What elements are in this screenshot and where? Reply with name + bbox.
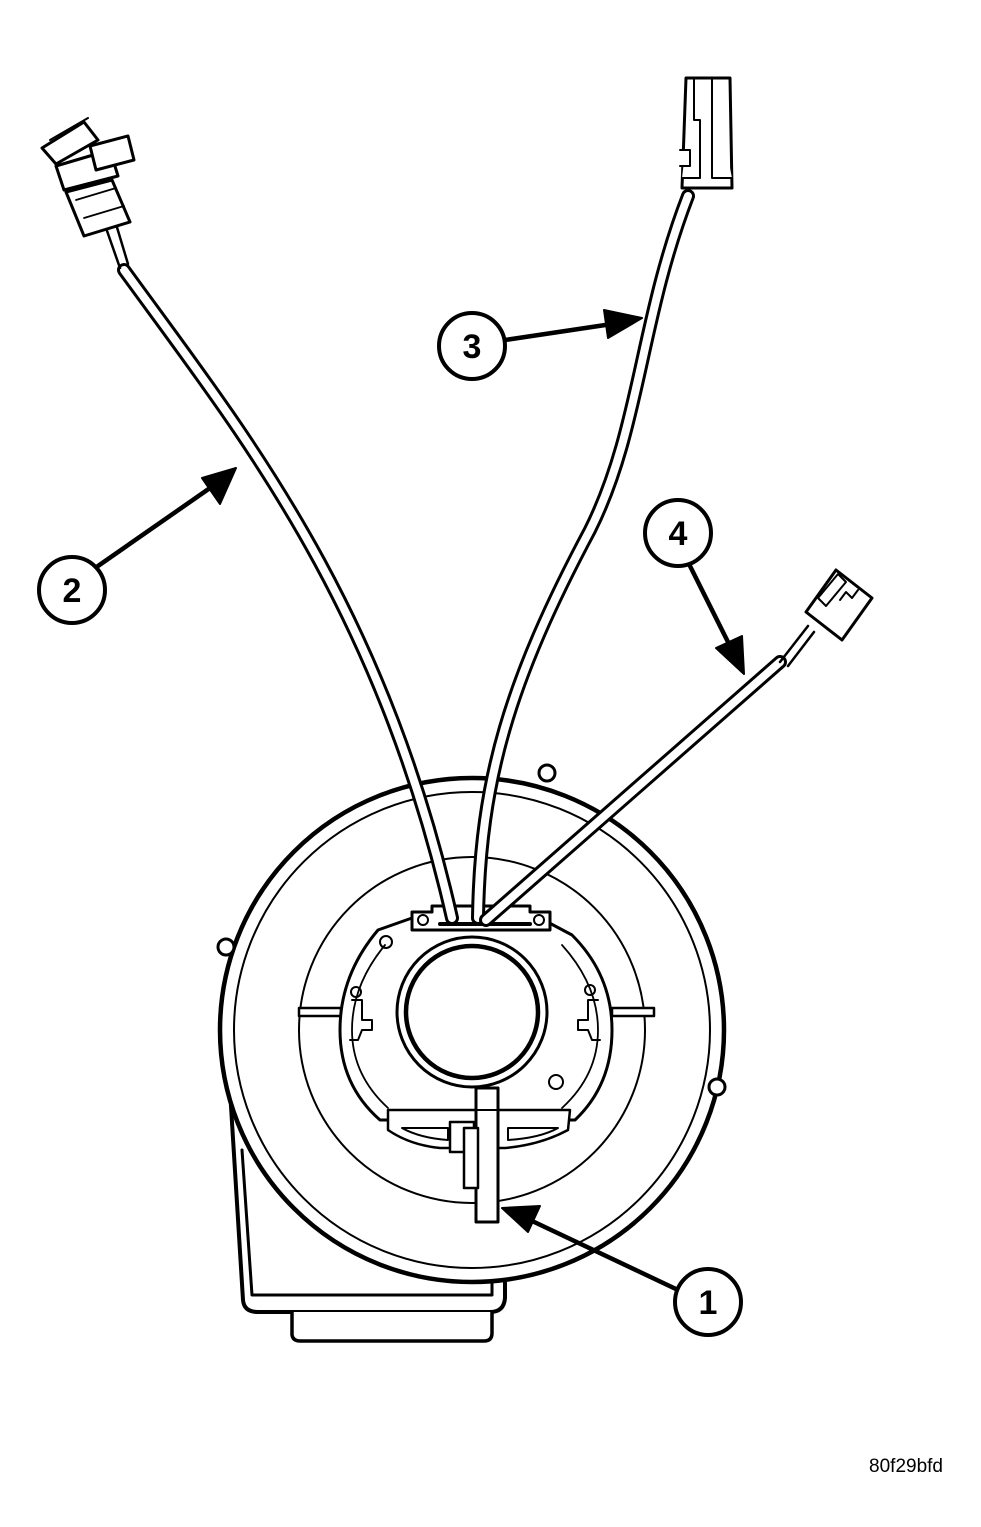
image-code: 80f29bfd — [869, 1456, 943, 1477]
callout-4: 4 — [643, 498, 745, 675]
locking-pin-body — [474, 1086, 500, 1224]
callout-2-arrowhead — [201, 467, 237, 505]
mount-bump — [707, 1077, 727, 1097]
harness-4-cable-fill — [482, 658, 784, 924]
callout-1-label: 1 — [699, 1284, 718, 1322]
callout-3: 3 — [437, 309, 643, 381]
callout-4-leader — [687, 563, 733, 649]
lower-segment-right-slot — [507, 1127, 559, 1141]
callout-3-circle — [437, 311, 507, 381]
outer-ring-inner — [233, 791, 711, 1269]
callout-3-arrowhead — [603, 309, 643, 339]
callout-2-label: 2 — [63, 572, 82, 610]
callout-4-circle — [643, 498, 713, 568]
rotor-plate-inner — [351, 944, 599, 1109]
callout-1: 1 — [501, 1205, 743, 1337]
locking-pin-tab — [462, 1126, 480, 1190]
callout-2: 2 — [37, 467, 237, 625]
exit-block-hole — [417, 914, 429, 926]
mount-bump — [216, 937, 236, 957]
callout-1-arrowhead — [501, 1205, 541, 1233]
rotor-hole — [584, 984, 596, 996]
connector-3 — [679, 76, 734, 190]
harness-3-cable-fill — [474, 192, 692, 922]
callout-4-arrowhead — [715, 635, 745, 675]
rotor-hole — [350, 986, 362, 998]
middle-ring — [298, 856, 646, 1204]
connector-2 — [40, 117, 136, 238]
callout-2-circle — [37, 555, 107, 625]
lower-tab — [290, 1310, 494, 1343]
center-bore — [403, 943, 541, 1081]
harness-2 — [40, 117, 459, 925]
exit-block-hole — [533, 914, 545, 926]
harness-4 — [479, 568, 874, 927]
callout-1-leader — [527, 1217, 681, 1293]
right-slot — [610, 1006, 656, 1018]
harness-3 — [471, 76, 734, 925]
lower-segment-left-slot — [401, 1127, 449, 1141]
mount-bump — [537, 763, 557, 783]
harness-2-wires — [104, 222, 130, 270]
left-latch — [349, 999, 373, 1041]
locking-pin — [462, 1086, 500, 1224]
rotor-hole — [548, 1074, 564, 1090]
callout-1-circle — [673, 1267, 743, 1337]
rotor-hole — [379, 935, 393, 949]
harness-4-wires — [778, 624, 816, 668]
right-latch — [577, 999, 601, 1041]
harness-2-cable-fill — [120, 266, 456, 922]
callout-2-leader — [95, 485, 213, 569]
clockspring-housing — [216, 763, 727, 1343]
callout-3-leader — [502, 321, 615, 343]
callout-4-label: 4 — [669, 515, 688, 553]
left-slot — [297, 1006, 343, 1018]
callout-3-label: 3 — [463, 328, 482, 366]
lower-bracket-inner — [240, 1148, 494, 1297]
connector-4 — [804, 568, 874, 642]
